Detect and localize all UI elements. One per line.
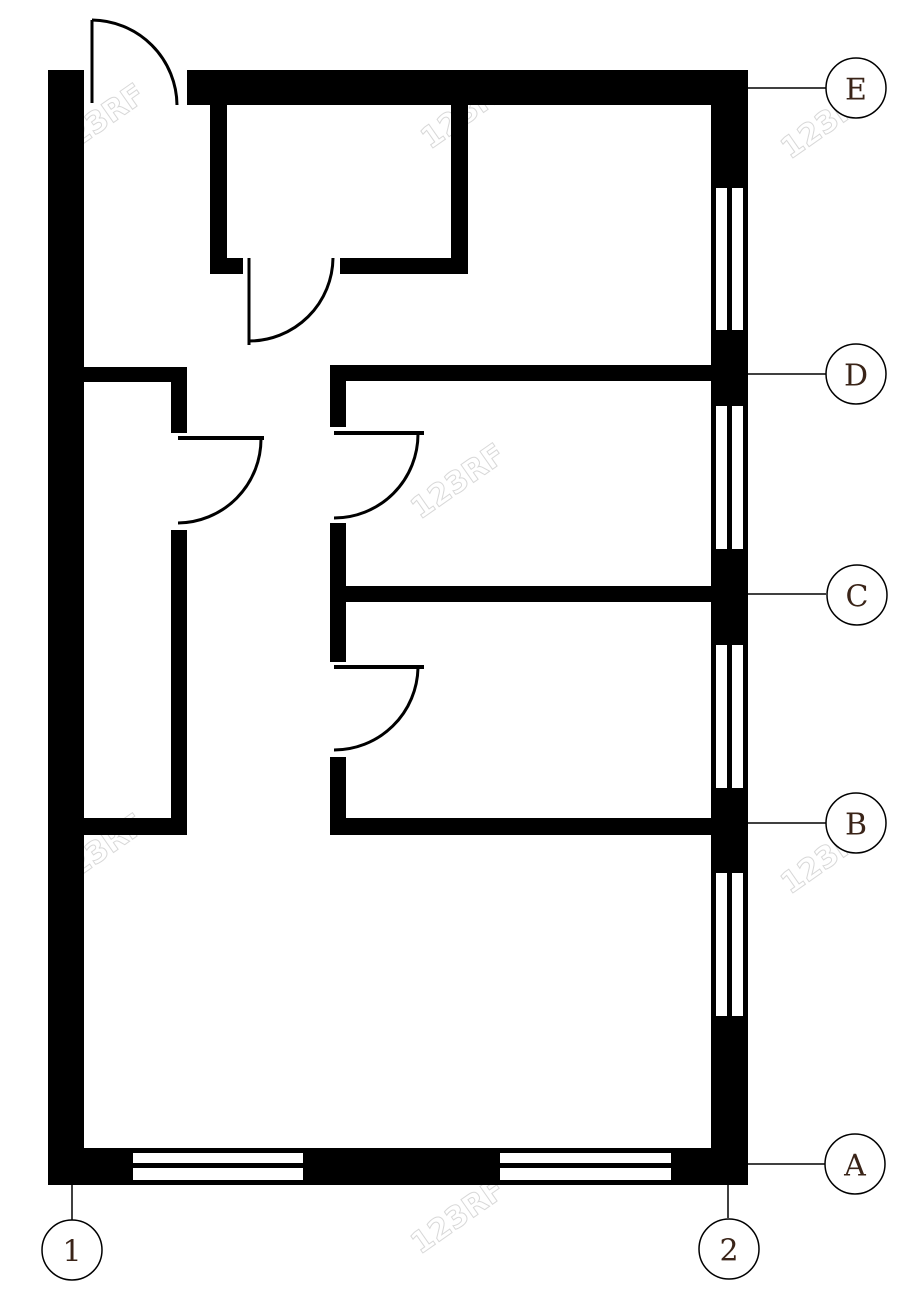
wall-left-room-right-a [171, 367, 187, 433]
outer-walls [48, 70, 748, 1185]
interior-walls [83, 104, 712, 835]
wall-top-room-bottom-a [210, 258, 243, 274]
wall-top [187, 70, 748, 105]
wall-mid-bottom [330, 818, 712, 835]
wall-left-room-right-b [171, 530, 187, 835]
axis-marker-E: E [825, 57, 887, 119]
wall-mid-divider [346, 586, 712, 602]
axis-marker-D: D [825, 343, 887, 405]
wall-top-room-left [210, 104, 227, 274]
axis-label-C: C [846, 580, 869, 615]
window-bottom-mullions [133, 1163, 671, 1168]
door-entrance [90, 18, 179, 106]
watermark-text: 123RF [405, 437, 512, 527]
wall-mid-left-a [330, 365, 346, 427]
wall-mid-left-b [330, 523, 346, 662]
watermark: 123RF [404, 436, 512, 527]
window-right-mullions [727, 188, 732, 1016]
axis-label-2: 2 [719, 1234, 738, 1269]
axis-marker-A: A [824, 1133, 886, 1195]
watermark-text: 123RF [405, 1172, 512, 1262]
wall-top-room-bottom-b [340, 258, 468, 274]
axis-marker-2: 2 [698, 1218, 760, 1280]
axis-label-B: B [845, 808, 867, 843]
axis-marker-C: C [826, 564, 888, 626]
axis-leaders [71, 87, 826, 1220]
wall-mid-left-c [330, 757, 346, 835]
door-mid-room-1 [333, 431, 424, 520]
watermark: 123RF [404, 1171, 512, 1262]
wall-left [48, 70, 84, 1185]
axis-label-D: D [844, 359, 868, 394]
axis-label-1: 1 [62, 1235, 81, 1270]
axis-marker-B: B [825, 792, 887, 854]
axis-label-E: E [845, 73, 867, 108]
wall-top-room-right [451, 104, 468, 274]
doors [90, 18, 424, 752]
wall-left-room-top [83, 367, 187, 382]
axis-label-A: A [843, 1149, 866, 1184]
wall-left-room-bottom [83, 818, 187, 835]
door-top-room [247, 257, 335, 345]
wall-mid-top [330, 365, 712, 381]
door-left-room [177, 436, 264, 525]
door-mid-room-2 [333, 665, 424, 752]
axis-marker-1: 1 [41, 1219, 103, 1281]
